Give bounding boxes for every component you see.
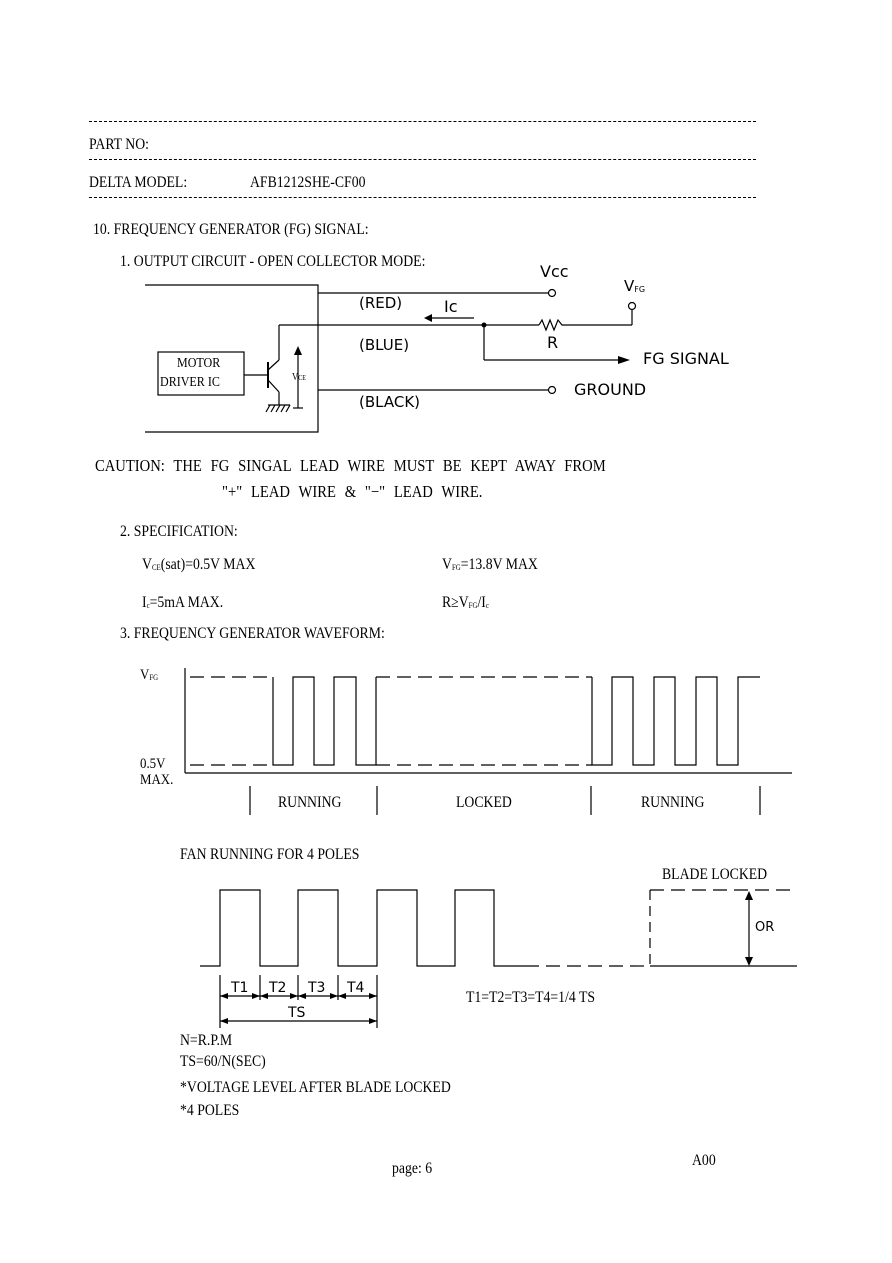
- vce-label: VCE: [292, 372, 306, 383]
- state-running-2: RUNNING: [641, 794, 705, 811]
- four-pole-waveform: [200, 889, 525, 967]
- header-rule-2: [89, 159, 756, 160]
- t2-label: T2: [269, 980, 287, 996]
- vfg-label: VFG: [624, 277, 646, 295]
- revision-code: A00: [692, 1152, 716, 1169]
- waveform-vfg-label: VFG: [140, 667, 159, 683]
- poles-title: FAN RUNNING FOR 4 POLES: [180, 846, 360, 863]
- spec-vce-sat: VCE(sat)=0.5V MAX: [142, 556, 256, 573]
- state-running-1: RUNNING: [278, 794, 342, 811]
- model-label: DELTA MODEL:: [89, 174, 188, 191]
- spec-ic: Ic=5mA MAX.: [142, 594, 224, 611]
- note-voltage-level: *VOLTAGE LEVEL AFTER BLADE LOCKED: [180, 1079, 451, 1096]
- motor-driver-box: [157, 351, 245, 396]
- header-rule-3: [89, 197, 756, 198]
- caution-line-1: CAUTION: THE FG SINGAL LEAD WIRE MUST BE…: [95, 456, 606, 475]
- running-waveform-2: [591, 676, 760, 766]
- note-ts: TS=60/N(SEC): [180, 1053, 266, 1070]
- fg-signal-label: FG SIGNAL: [643, 349, 729, 368]
- ground-terminal: [547, 385, 557, 395]
- t3-label: T3: [308, 980, 326, 996]
- spec-r: R≥VFG/Ic: [442, 594, 489, 611]
- t1-label: T1: [231, 980, 249, 996]
- or-label: OR: [755, 920, 775, 935]
- ground-label: GROUND: [574, 380, 647, 399]
- specification-heading: 2. SPECIFICATION:: [120, 523, 238, 540]
- vcc-label: Vcc: [540, 262, 569, 281]
- black-wire-label: (BLACK): [359, 393, 421, 411]
- caution-line-2: "+" LEAD WIRE & "−" LEAD WIRE.: [222, 482, 483, 501]
- motor-enclosure: [145, 284, 319, 433]
- waveform-low-level-2: MAX.: [140, 772, 174, 788]
- ic-label: Ic: [444, 297, 458, 316]
- header-rule-1: [89, 121, 756, 122]
- running-waveform-1: [272, 676, 377, 766]
- part-no-label: PART NO:: [89, 136, 149, 153]
- state-locked: LOCKED: [456, 794, 512, 811]
- resistor-label: R: [547, 333, 559, 352]
- output-circuit-heading: 1. OUTPUT CIRCUIT - OPEN COLLECTOR MODE:: [120, 253, 426, 270]
- note-rpm: N=R.P.M: [180, 1032, 233, 1049]
- blade-locked-label: BLADE LOCKED: [662, 866, 768, 883]
- note-poles: *4 POLES: [180, 1102, 240, 1119]
- t4-label: T4: [347, 980, 365, 996]
- blue-wire-label: (BLUE): [359, 336, 410, 354]
- red-wire-label: (RED): [359, 294, 403, 312]
- waveform-low-level-1: 0.5V: [140, 756, 166, 772]
- section-title: 10. FREQUENCY GENERATOR (FG) SIGNAL:: [93, 221, 369, 238]
- resistor: [538, 318, 632, 332]
- ts-label: TS: [288, 1005, 306, 1021]
- waveform-heading: 3. FREQUENCY GENERATOR WAVEFORM:: [120, 625, 385, 642]
- model-value: AFB1212SHE-CF00: [250, 174, 366, 191]
- vfg-terminal: [627, 301, 637, 311]
- vcc-terminal: [547, 288, 557, 298]
- motor-label: MOTOR: [177, 356, 221, 371]
- period-equation: T1=T2=T3=T4=1/4 TS: [466, 989, 596, 1006]
- spec-vfg: VFG=13.8V MAX: [442, 556, 538, 573]
- driver-ic-label: DRIVER IC: [160, 375, 220, 390]
- page-number: page: 6: [392, 1160, 433, 1177]
